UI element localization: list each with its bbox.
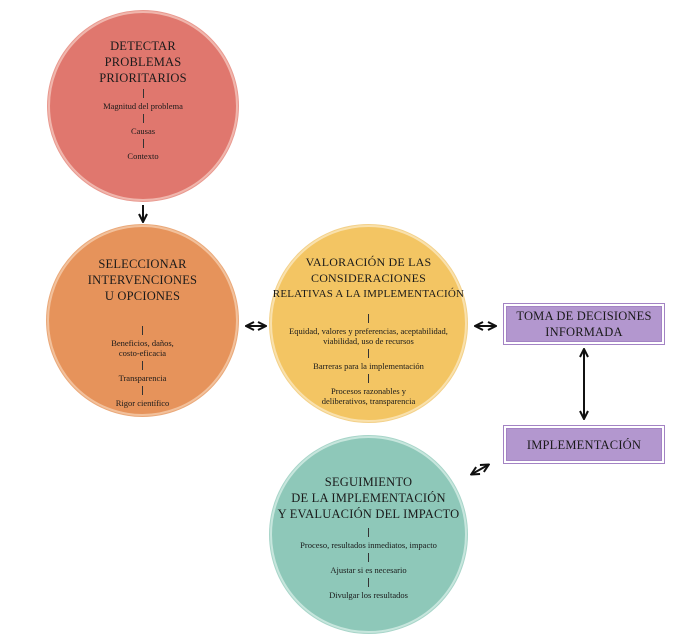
node-decision-title-line: TOMA DE DECISIONES: [516, 309, 652, 323]
node-monitoring-item: Divulgar los resultados: [329, 590, 408, 600]
node-detect-item: Magnitud del problema: [103, 101, 183, 111]
connector-tick: [368, 374, 369, 383]
node-select-circle: SELECCIONAR INTERVENCIONES U OPCIONES Be…: [47, 225, 238, 416]
connector-tick: [142, 386, 143, 395]
node-detect-circle: DETECTAR PROBLEMAS PRIORITARIOS Magnitud…: [48, 11, 238, 201]
node-select-item: Beneficios, daños, costo-eficacia: [111, 338, 174, 358]
node-monitoring-title: SEGUIMIENTO DE LA IMPLEMENTACIÓN Y EVALU…: [277, 475, 460, 521]
connector-tick: [142, 114, 144, 123]
node-monitoring-item: Proceso, resultados inmediatos, impacto: [300, 540, 437, 550]
node-valuation-item: Barreras para la implementación: [313, 361, 424, 371]
node-monitoring-item: Ajustar si es necesario: [330, 565, 407, 575]
connector-tick: [368, 314, 369, 323]
connector-tick: [142, 361, 143, 370]
node-monitoring-circle: SEGUIMIENTO DE LA IMPLEMENTACIÓN Y EVALU…: [270, 436, 467, 633]
node-valuation-circle: VALORACIÓN DE LAS CONSIDERACIONES RELATI…: [270, 225, 467, 422]
node-valuation-item: Equidad, valores y preferencias, aceptab…: [289, 326, 448, 346]
node-detect-title: DETECTAR PROBLEMAS PRIORITARIOS: [99, 39, 187, 85]
node-decision-title-line: INFORMADA: [545, 325, 623, 339]
node-select-item: Rigor científico: [115, 398, 170, 408]
node-valuation-title: VALORACIÓN DE LAS CONSIDERACIONES RELATI…: [272, 255, 465, 300]
connector-tick: [142, 89, 144, 98]
arrow-implementation-monitoring: [472, 465, 488, 474]
node-decision-box: TOMA DE DECISIONES INFORMADA: [503, 303, 665, 345]
connector-tick: [368, 553, 369, 562]
node-implementation-box: IMPLEMENTACIÓN: [503, 425, 665, 464]
node-select-title: SELECCIONAR INTERVENCIONES U OPCIONES: [87, 257, 198, 303]
node-detect-item: Causas: [130, 126, 156, 136]
node-implementation-title: IMPLEMENTACIÓN: [526, 437, 642, 452]
connector-tick: [368, 349, 369, 358]
node-valuation-item: Procesos razonables y deliberativos, tra…: [321, 386, 416, 406]
connector-tick: [368, 578, 369, 587]
connector-tick: [368, 528, 369, 537]
connector-tick: [142, 326, 143, 335]
node-detect-item: Contexto: [127, 151, 159, 161]
node-select-item: Transparencia: [118, 373, 167, 383]
connector-tick: [142, 139, 144, 148]
